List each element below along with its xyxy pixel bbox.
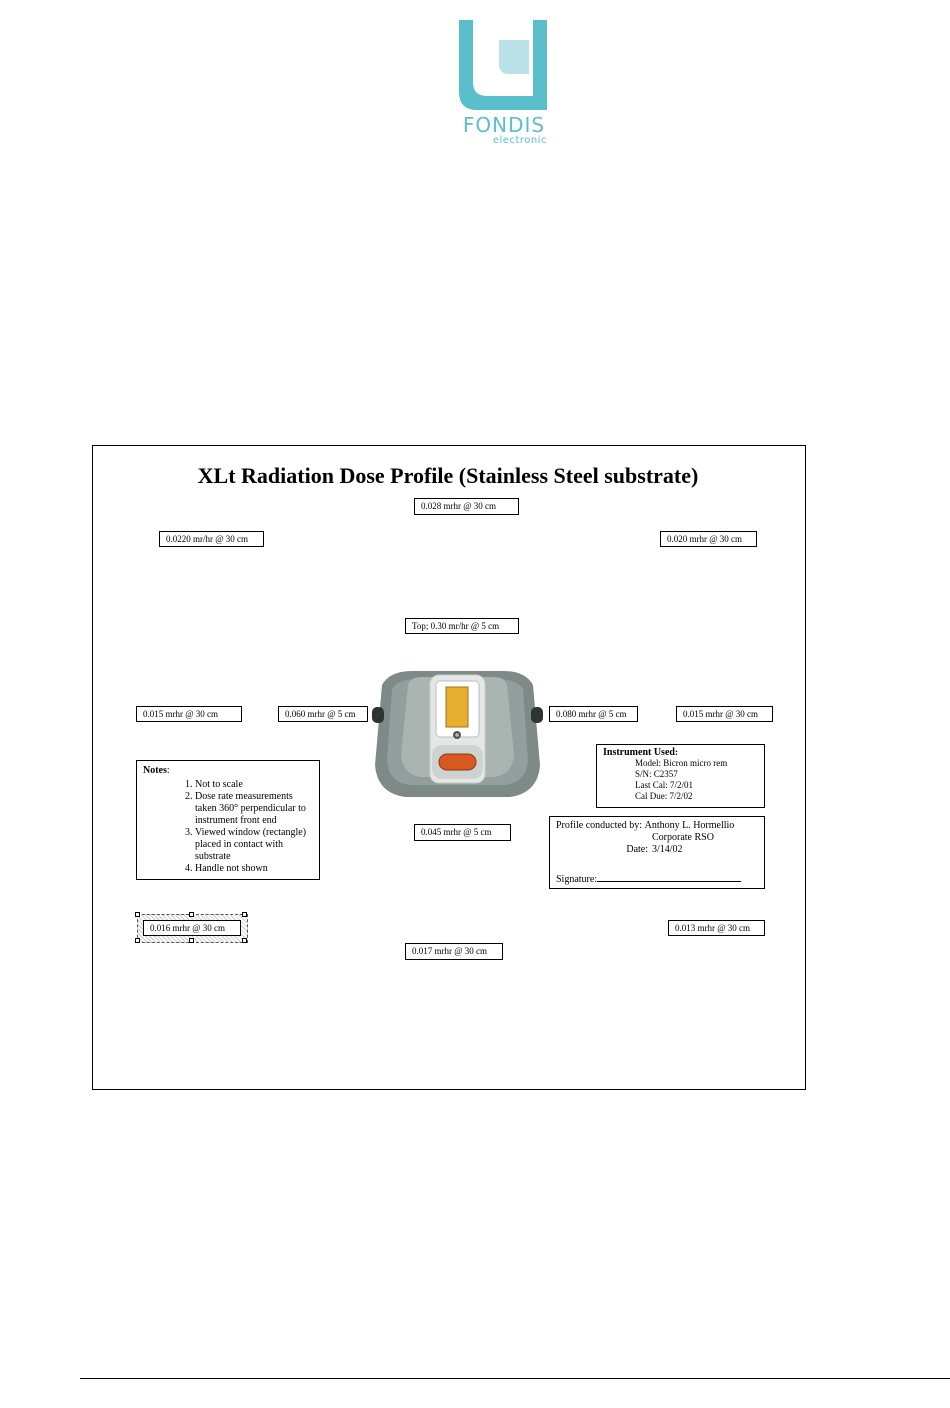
- measurement-left-near: 0.060 mrhr @ 5 cm: [278, 706, 368, 722]
- measurement-top: 0.028 mrhr @ 30 cm: [414, 498, 519, 515]
- notes-item: Not to scale: [195, 779, 313, 791]
- notes-heading: Notes: [143, 765, 167, 776]
- page-title: XLt Radiation Dose Profile (Stainless St…: [197, 463, 699, 488]
- signature-label: Signature:: [556, 874, 598, 885]
- measurement-left-far: 0.015 mrhr @ 30 cm: [136, 706, 242, 722]
- profile-date-label: Date:: [626, 844, 648, 855]
- instrument-cal-due: Cal Due: 7/2/02: [635, 791, 693, 801]
- resize-handle-tr[interactable]: [242, 912, 247, 917]
- logo-subtitle: electronic: [492, 135, 547, 146]
- xlt-device-image: [370, 665, 545, 800]
- measurement-top-right: 0.020 mrhr @ 30 cm: [660, 531, 757, 547]
- measurement-top-left: 0.0220 mr/hr @ 30 cm: [159, 531, 264, 547]
- resize-handle-bl[interactable]: [135, 938, 140, 943]
- profile-conducted-name: Anthony L. Hormellio: [644, 820, 735, 831]
- notes-item: Handle not shown: [195, 863, 313, 875]
- measurement-bottom: 0.017 mrhr @ 30 cm: [405, 943, 503, 960]
- instrument-serial: S/N: C2357: [635, 769, 678, 779]
- resize-handle-tl[interactable]: [135, 912, 140, 917]
- fondis-logo: FONDIS electronic: [457, 18, 551, 148]
- notes-item: Dose rate measurements taken 360° perpen…: [195, 791, 313, 827]
- footer-divider: [80, 1378, 950, 1379]
- instrument-last-cal: Last Cal: 7/2/01: [635, 780, 693, 790]
- resize-handle-t[interactable]: [189, 912, 194, 917]
- measurement-right-near: 0.080 mrhr @ 5 cm: [549, 706, 638, 722]
- profile-conducted-role: Corporate RSO: [652, 832, 714, 843]
- measurement-right-far: 0.015 mrhr @ 30 cm: [676, 706, 773, 722]
- resize-handle-br[interactable]: [242, 938, 247, 943]
- signature-line[interactable]: [597, 872, 742, 882]
- profile-box: Profile conducted by: Anthony L. Hormell…: [549, 816, 765, 889]
- notes-box: Notes: Not to scale Dose rate measuremen…: [136, 760, 320, 880]
- profile-date: 3/14/02: [652, 844, 683, 855]
- instrument-heading: Instrument Used: [603, 747, 675, 758]
- fondis-logo-mark: [459, 20, 547, 110]
- instrument-model: Model: Bicron micro rem: [635, 758, 728, 768]
- logo-wordmark: FONDIS: [462, 113, 546, 137]
- measurement-top-near: Top; 0.30 mr/hr @ 5 cm: [405, 618, 519, 634]
- notes-item: Viewed window (rectangle) placed in cont…: [195, 827, 313, 863]
- measurement-bottom-left[interactable]: 0.016 mrhr @ 30 cm: [143, 920, 241, 936]
- instrument-box: Instrument Used: Model: Bicron micro rem…: [596, 744, 765, 808]
- profile-conducted-label: Profile conducted by:: [556, 820, 643, 831]
- notes-list: Not to scale Dose rate measurements take…: [143, 779, 313, 875]
- dose-profile-frame: [92, 445, 806, 1090]
- resize-handle-b[interactable]: [189, 938, 194, 943]
- measurement-bottom-near: 0.045 mrhr @ 5 cm: [414, 824, 511, 841]
- measurement-bottom-right: 0.013 mrhr @ 30 cm: [668, 920, 765, 936]
